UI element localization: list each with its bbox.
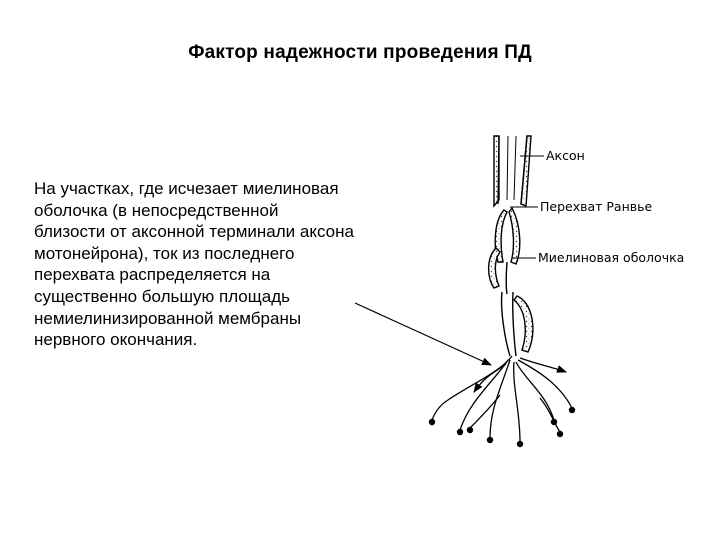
axon-label: Аксон xyxy=(546,148,585,163)
text-line: перехвата распределяется на xyxy=(34,265,271,285)
text-line: существенно большую площадь xyxy=(34,286,290,306)
text-line: мотонейрона), ток из последнего xyxy=(34,243,295,263)
text-line: оболочка (в непосредственной xyxy=(34,200,279,220)
text-line: нервного окончания. xyxy=(34,330,198,350)
axon xyxy=(487,135,534,357)
node-of-ranvier-label: Перехват Ранвье xyxy=(540,199,652,214)
explanation-text: На участках, где исчезает миелиновая обо… xyxy=(34,178,434,351)
myelin-sheath-middle xyxy=(494,209,508,263)
myelin-sheath-lower-left xyxy=(487,247,501,289)
text-line: близости от аксонной терминали аксона xyxy=(34,222,354,242)
synaptic-boutons xyxy=(428,406,576,448)
text-line: На участках, где исчезает миелиновая xyxy=(34,179,339,198)
text-line: немиелинизированной мембраны xyxy=(34,308,302,328)
pointer-arrow xyxy=(354,302,492,366)
axon-terminal-branches xyxy=(431,355,573,443)
myelin-sheath-lower-right xyxy=(513,295,534,353)
slide-title: Фактор надежности проведения ПД xyxy=(188,42,532,63)
myelin-sheath-label: Миелиновая оболочка xyxy=(538,250,684,265)
